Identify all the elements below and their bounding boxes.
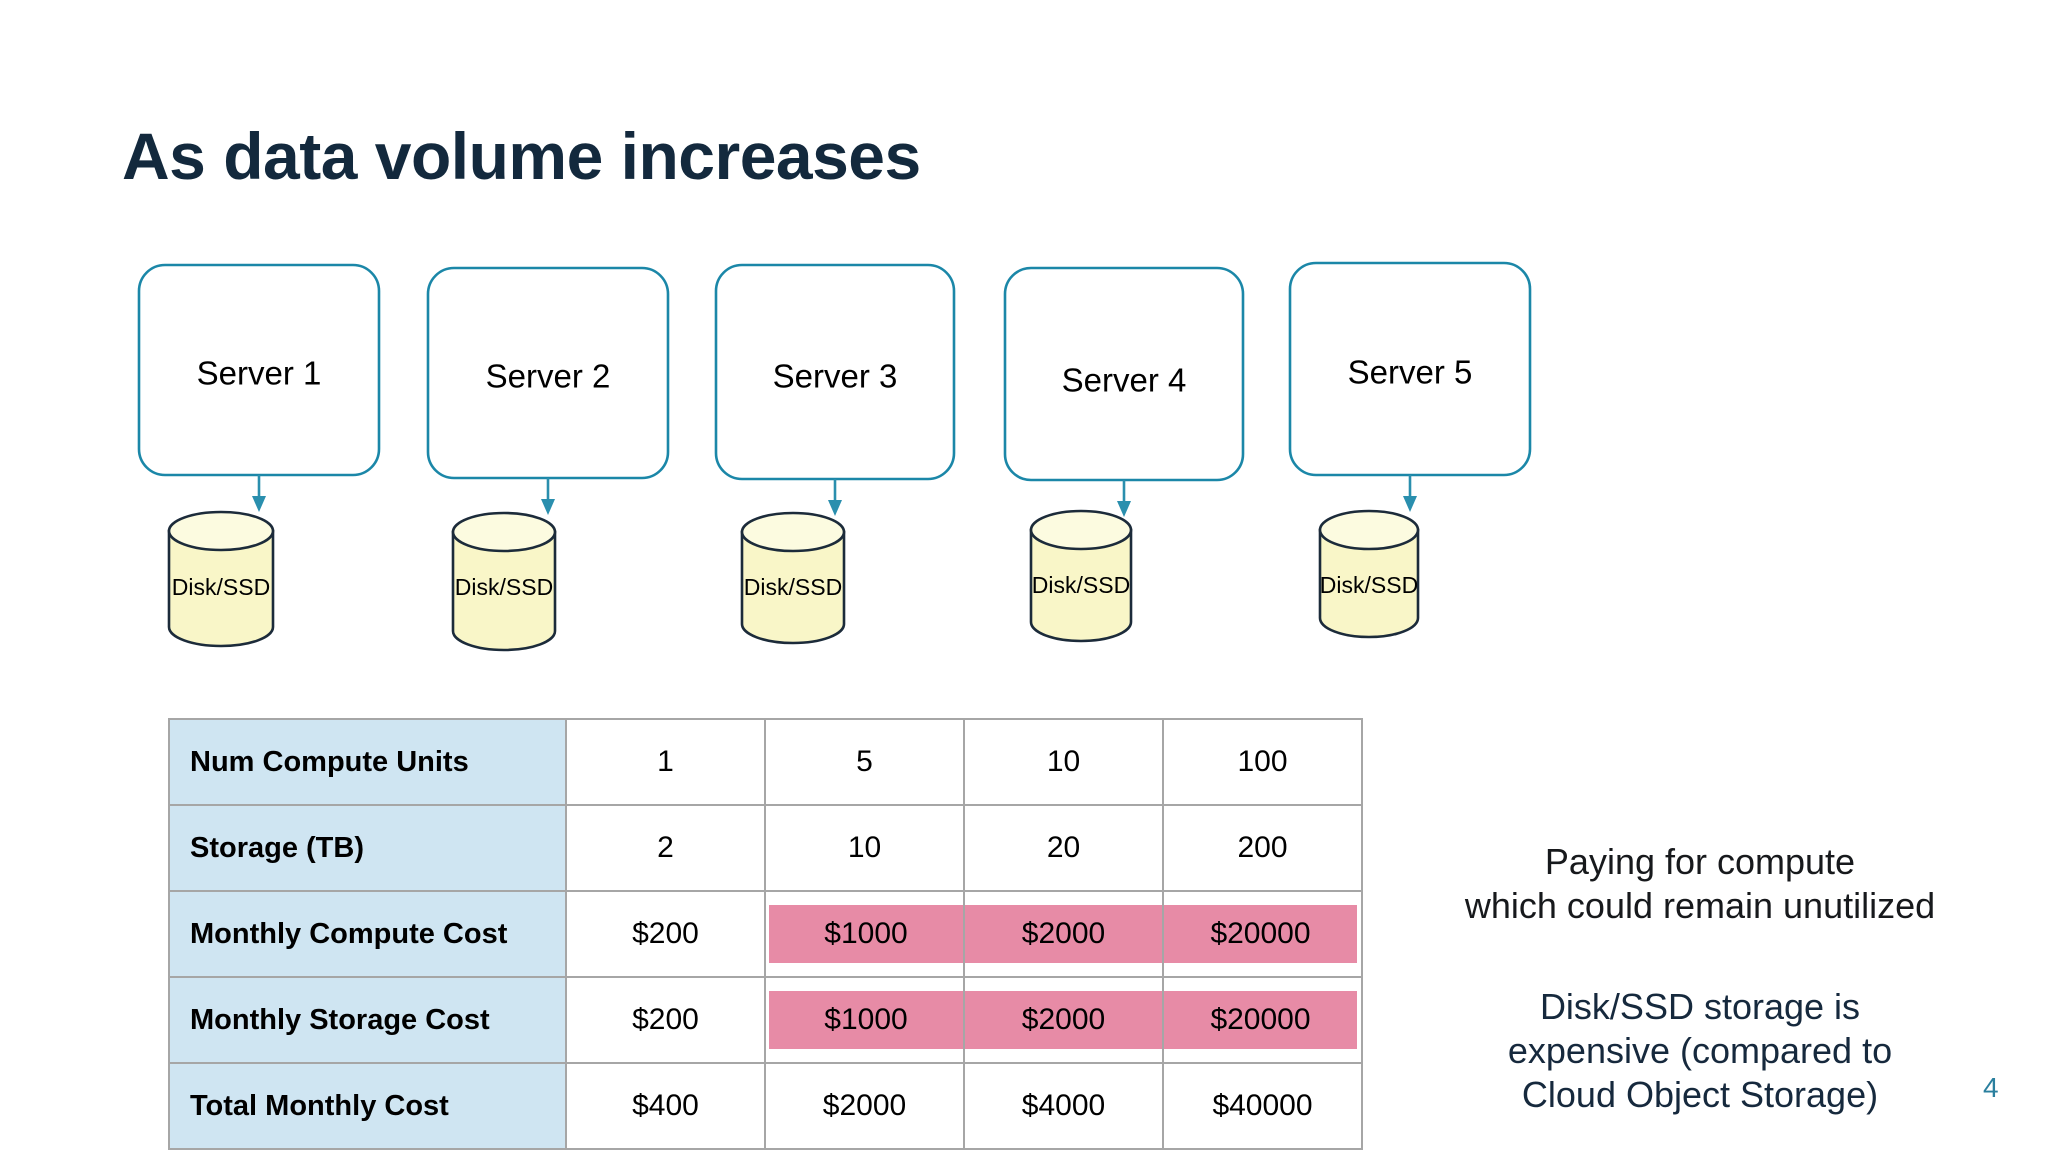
cell-value: 10 [847,831,882,864]
note-storage-cost: Disk/SSD storage is expensive (compared … [1507,986,1893,1115]
cell-value: 2 [657,831,674,864]
note-compute-cost: Paying for compute which could remain un… [1464,841,1936,926]
table-cell: 20 [963,804,1164,892]
cell-value: $400 [632,1089,699,1122]
disk-label-5: Disk/SSD [1320,572,1418,598]
page-number: 4 [1983,1072,1999,1103]
row-label: Total Monthly Cost [168,1062,567,1150]
server-node-2: Server 2 [426,266,670,480]
table-row: Monthly Compute Cost $200 $1000 $2000 $2… [168,890,1363,978]
cell-value: $2000 [1021,1003,1106,1036]
cell-value: 10 [1046,745,1081,778]
disk-label-1: Disk/SSD [172,574,270,600]
disk-node-5: Disk/SSD [1318,509,1420,639]
disk-node-4: Disk/SSD [1029,509,1133,643]
table-cell: 200 [1162,804,1363,892]
cell-value: 100 [1237,745,1288,778]
cell-value: $200 [632,917,699,950]
server-node-1: Server 1 [137,263,381,477]
server-box-4 [1003,266,1245,482]
disk-node-1: Disk/SSD [167,510,275,648]
table-cell: 2 [565,804,766,892]
disk-label-4: Disk/SSD [1032,572,1130,598]
connector-arrow-2 [541,478,555,515]
table-row: Total Monthly Cost $400 $2000 $4000 $400… [168,1062,1363,1150]
table-cell: $40000 [1162,1062,1363,1150]
cell-value: $2000 [822,1089,907,1122]
cell-value: $20000 [1210,917,1311,950]
table-cell: $200 [565,976,766,1064]
table-row: Storage (TB) 2 10 20 200 [168,804,1363,892]
row-label: Monthly Compute Cost [168,890,567,978]
cell-value: 20 [1046,831,1081,864]
page-title: As data volume increases [122,119,921,193]
table-cell: 5 [764,718,965,806]
table-cell-highlighted: $20000 [1162,890,1363,978]
cell-value: $1000 [824,1003,908,1036]
table-cell: $400 [565,1062,766,1150]
table-cell-highlighted: $2000 [963,976,1164,1064]
server-node-5: Server 5 [1288,261,1532,477]
table-cell: 10 [764,804,965,892]
cell-value: $20000 [1210,1003,1311,1036]
disk-label-2: Disk/SSD [455,574,553,600]
server-label-2: Server 2 [486,358,611,395]
disk-label-3: Disk/SSD [744,574,842,600]
table-cell-highlighted: $20000 [1162,976,1363,1064]
connector-arrow-4 [1117,480,1131,517]
table-cell: 1 [565,718,766,806]
table-cell: $4000 [963,1062,1164,1150]
table-cell: $200 [565,890,766,978]
server-node-4: Server 4 [1003,266,1245,482]
server-box-2 [426,266,670,480]
connector-arrow-1 [252,475,266,512]
server-node-3: Server 3 [714,263,956,481]
cell-value: $4000 [1021,1089,1106,1122]
server-label-4: Server 4 [1062,362,1187,399]
table-cell-highlighted: $1000 [764,976,965,1064]
table-cell: $2000 [764,1062,965,1150]
table-cell-highlighted: $1000 [764,890,965,978]
table-row: Num Compute Units 1 5 10 100 [168,718,1363,806]
cost-comparison-table: Num Compute Units 1 5 10 100 Storage (TB… [168,718,1363,1150]
cell-value: 200 [1237,831,1288,864]
row-label: Monthly Storage Cost [168,976,567,1064]
connector-arrow-5 [1403,475,1417,512]
server-box-3 [714,263,956,481]
row-label: Num Compute Units [168,718,567,806]
server-box-1 [137,263,381,477]
disk-node-3: Disk/SSD [740,511,846,645]
disk-node-2: Disk/SSD [451,511,557,652]
connector-arrow-3 [828,479,842,516]
server-label-3: Server 3 [773,358,898,395]
table-cell: 100 [1162,718,1363,806]
server-label-1: Server 1 [197,355,322,392]
cell-value: $200 [632,1003,699,1036]
server-box-5 [1288,261,1532,477]
cell-value: 5 [856,745,873,778]
cell-value: $40000 [1212,1089,1313,1122]
server-label-5: Server 5 [1348,354,1473,391]
table-row: Monthly Storage Cost $200 $1000 $2000 $2… [168,976,1363,1064]
cell-value: $2000 [1021,917,1106,950]
table-cell-highlighted: $2000 [963,890,1164,978]
table-cell: 10 [963,718,1164,806]
cell-value: 1 [657,745,674,778]
cell-value: $1000 [824,917,908,950]
row-label: Storage (TB) [168,804,567,892]
